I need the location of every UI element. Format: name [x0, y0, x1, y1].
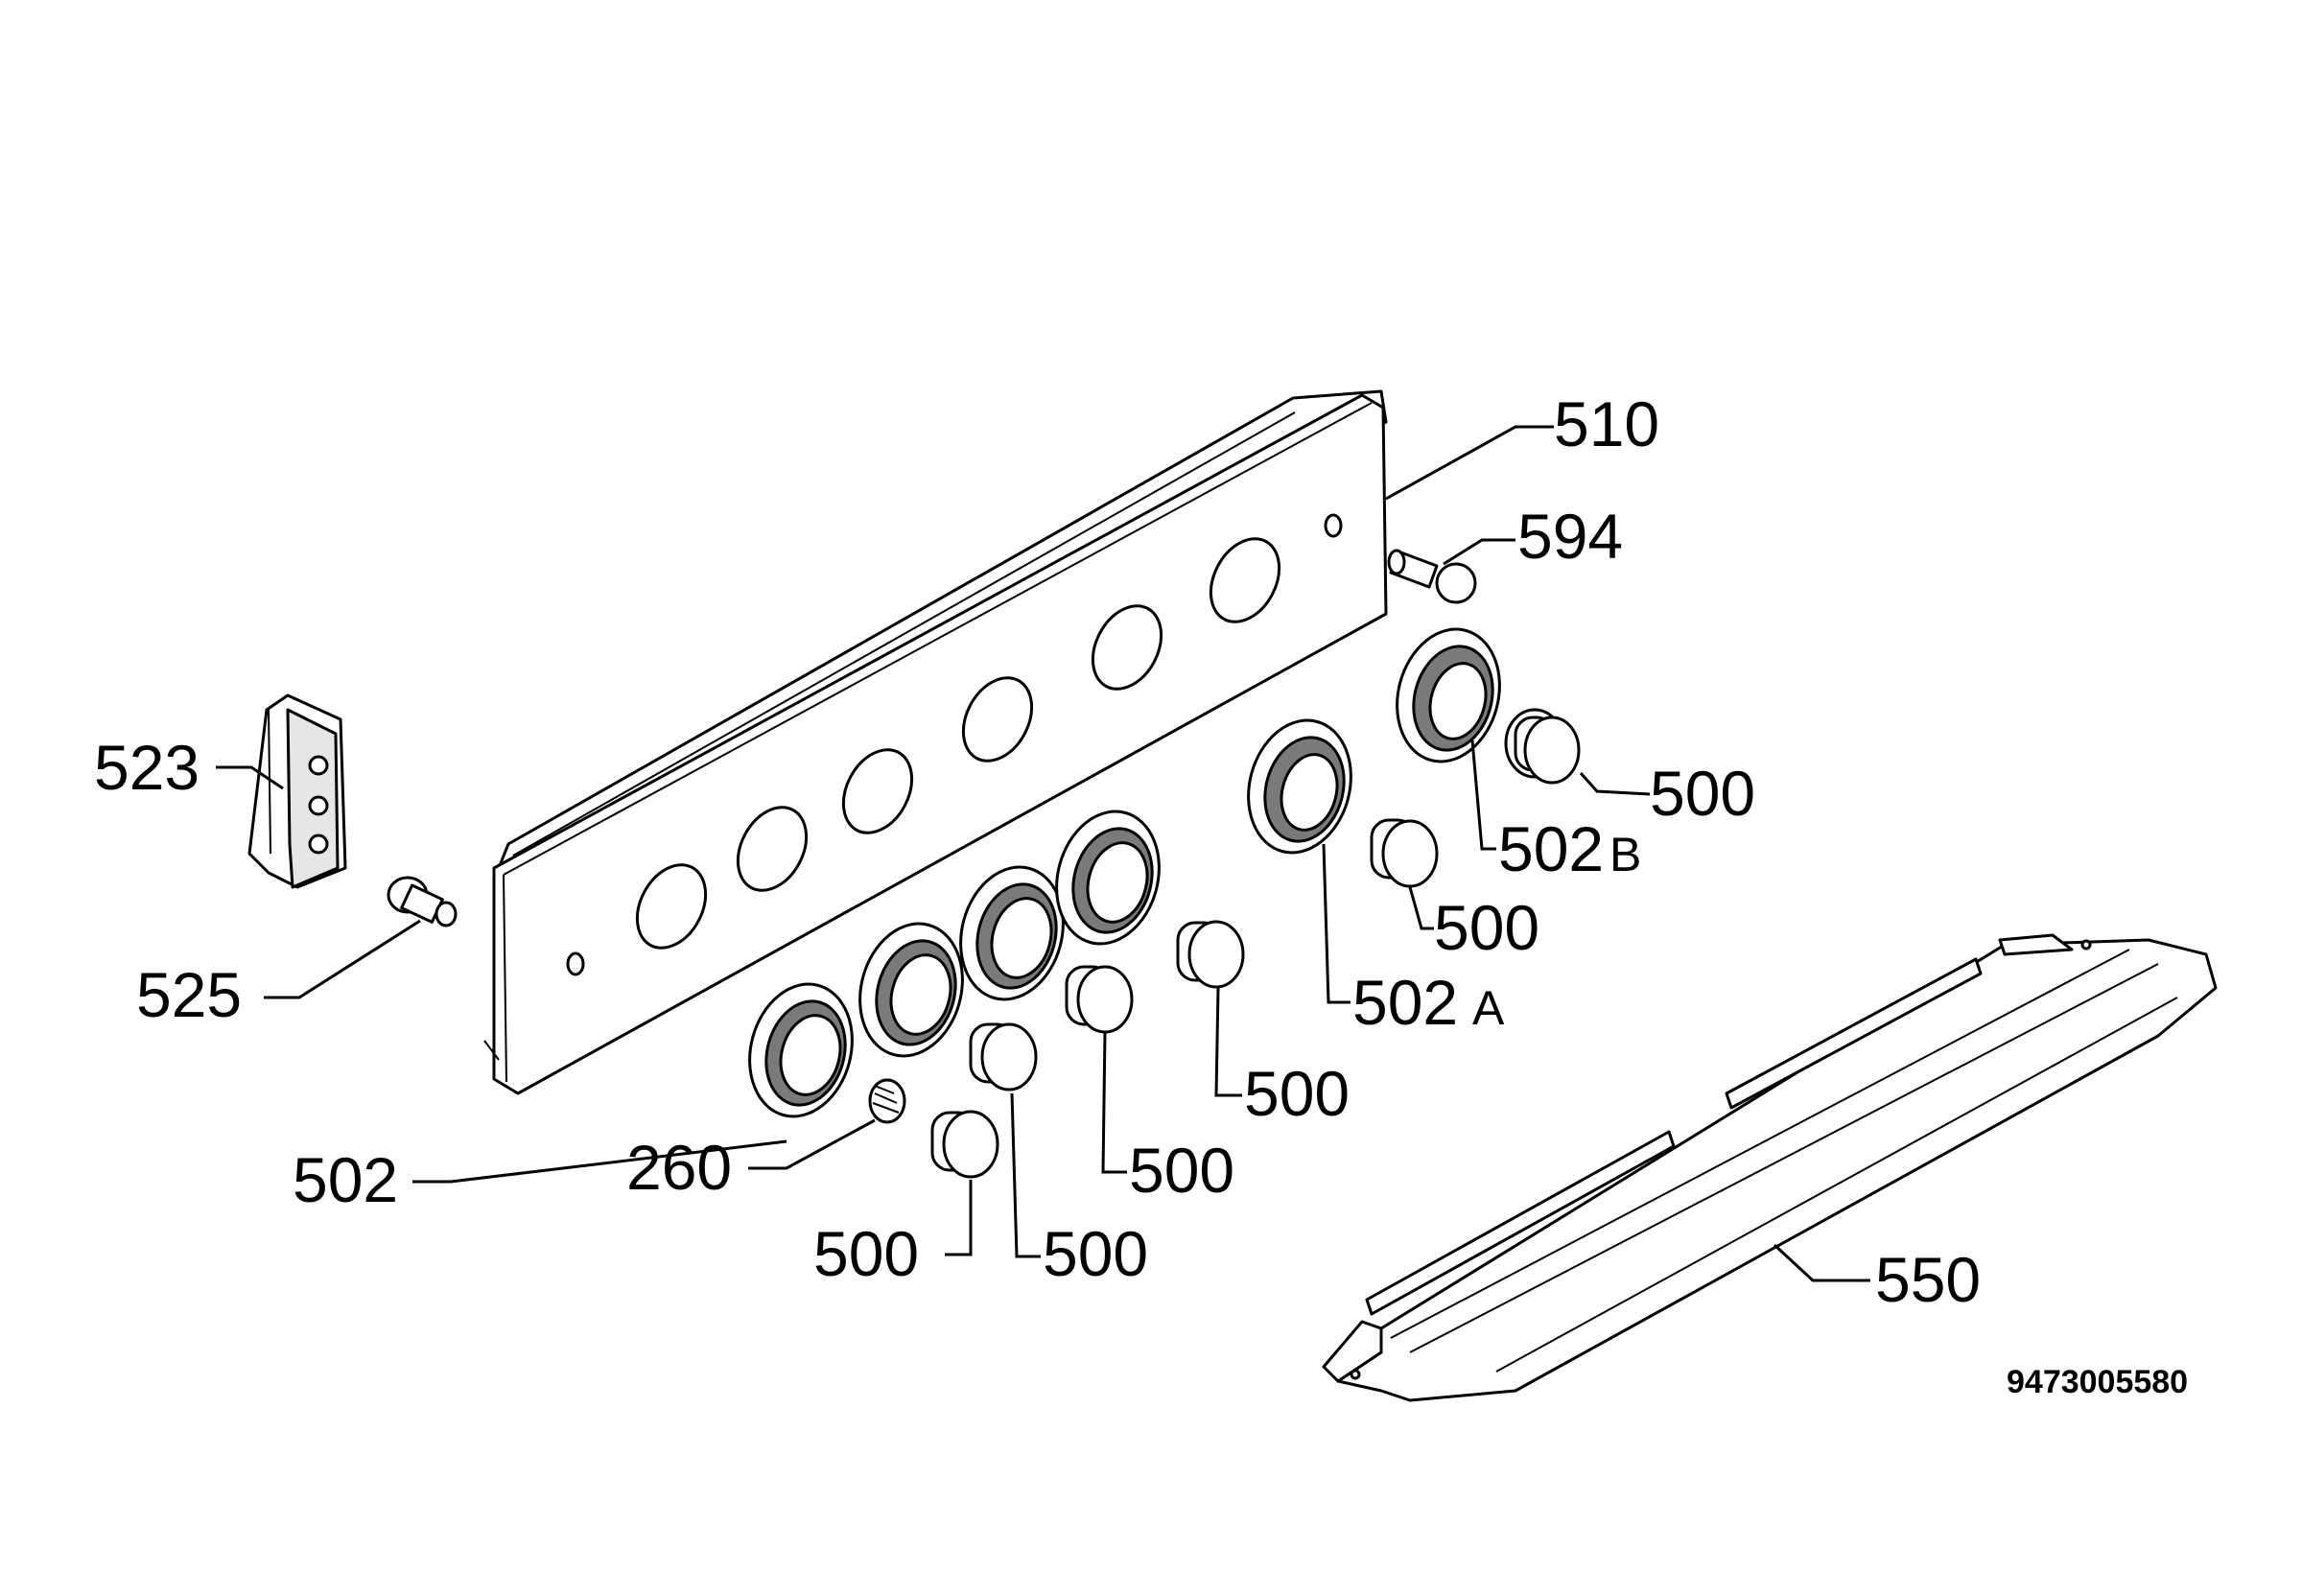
label-500-a: 500 — [1650, 758, 1755, 829]
bezel-ring — [1055, 810, 1161, 946]
knob-500-e — [969, 1022, 1038, 1091]
label-523: 523 — [94, 732, 200, 803]
spring-260 — [868, 1078, 906, 1124]
label-500-e: 500 — [1043, 1218, 1148, 1289]
bezel-ring — [959, 865, 1065, 1001]
label-500-b: 500 — [1434, 892, 1539, 963]
stud-525 — [387, 876, 458, 927]
label-502b-number: 502 — [1498, 813, 1604, 884]
knob-500-b — [1370, 818, 1439, 888]
bezel-ring — [748, 982, 854, 1118]
label-500-d: 500 — [1129, 1135, 1234, 1206]
document-number: 9473005580 — [2007, 1364, 2188, 1400]
label-550: 550 — [1875, 1244, 1981, 1315]
pin-594 — [1387, 549, 1477, 604]
knob-500-a — [1504, 708, 1581, 785]
bezel-502b — [1396, 627, 1501, 763]
bezel-502a — [1247, 718, 1352, 855]
bracket-523 — [247, 693, 347, 889]
label-502b-suffix: B — [1609, 828, 1641, 881]
label-502a-suffix: A — [1472, 981, 1505, 1035]
control-panel-510 — [483, 389, 1388, 1095]
knob-500-f — [930, 1110, 999, 1179]
label-500-f: 500 — [813, 1218, 919, 1289]
leader-lines — [216, 425, 1870, 1282]
label-502: 502 — [293, 1144, 398, 1215]
label-510: 510 — [1554, 388, 1659, 459]
label-500-c: 500 — [1244, 1058, 1350, 1129]
part-labels: 510 594 523 525 500 502 B 500 502 A 500 … — [94, 388, 2188, 1400]
knob-500-d — [1065, 965, 1134, 1034]
bezel-rings-502 — [748, 810, 1161, 1118]
rail-550 — [1322, 933, 2218, 1402]
label-594: 594 — [1517, 501, 1623, 572]
bezel-ring — [858, 922, 964, 1058]
label-502a-number: 502 — [1352, 967, 1458, 1038]
label-525: 525 — [136, 959, 242, 1030]
knob-500-c — [1176, 920, 1245, 989]
label-260: 260 — [626, 1132, 732, 1203]
